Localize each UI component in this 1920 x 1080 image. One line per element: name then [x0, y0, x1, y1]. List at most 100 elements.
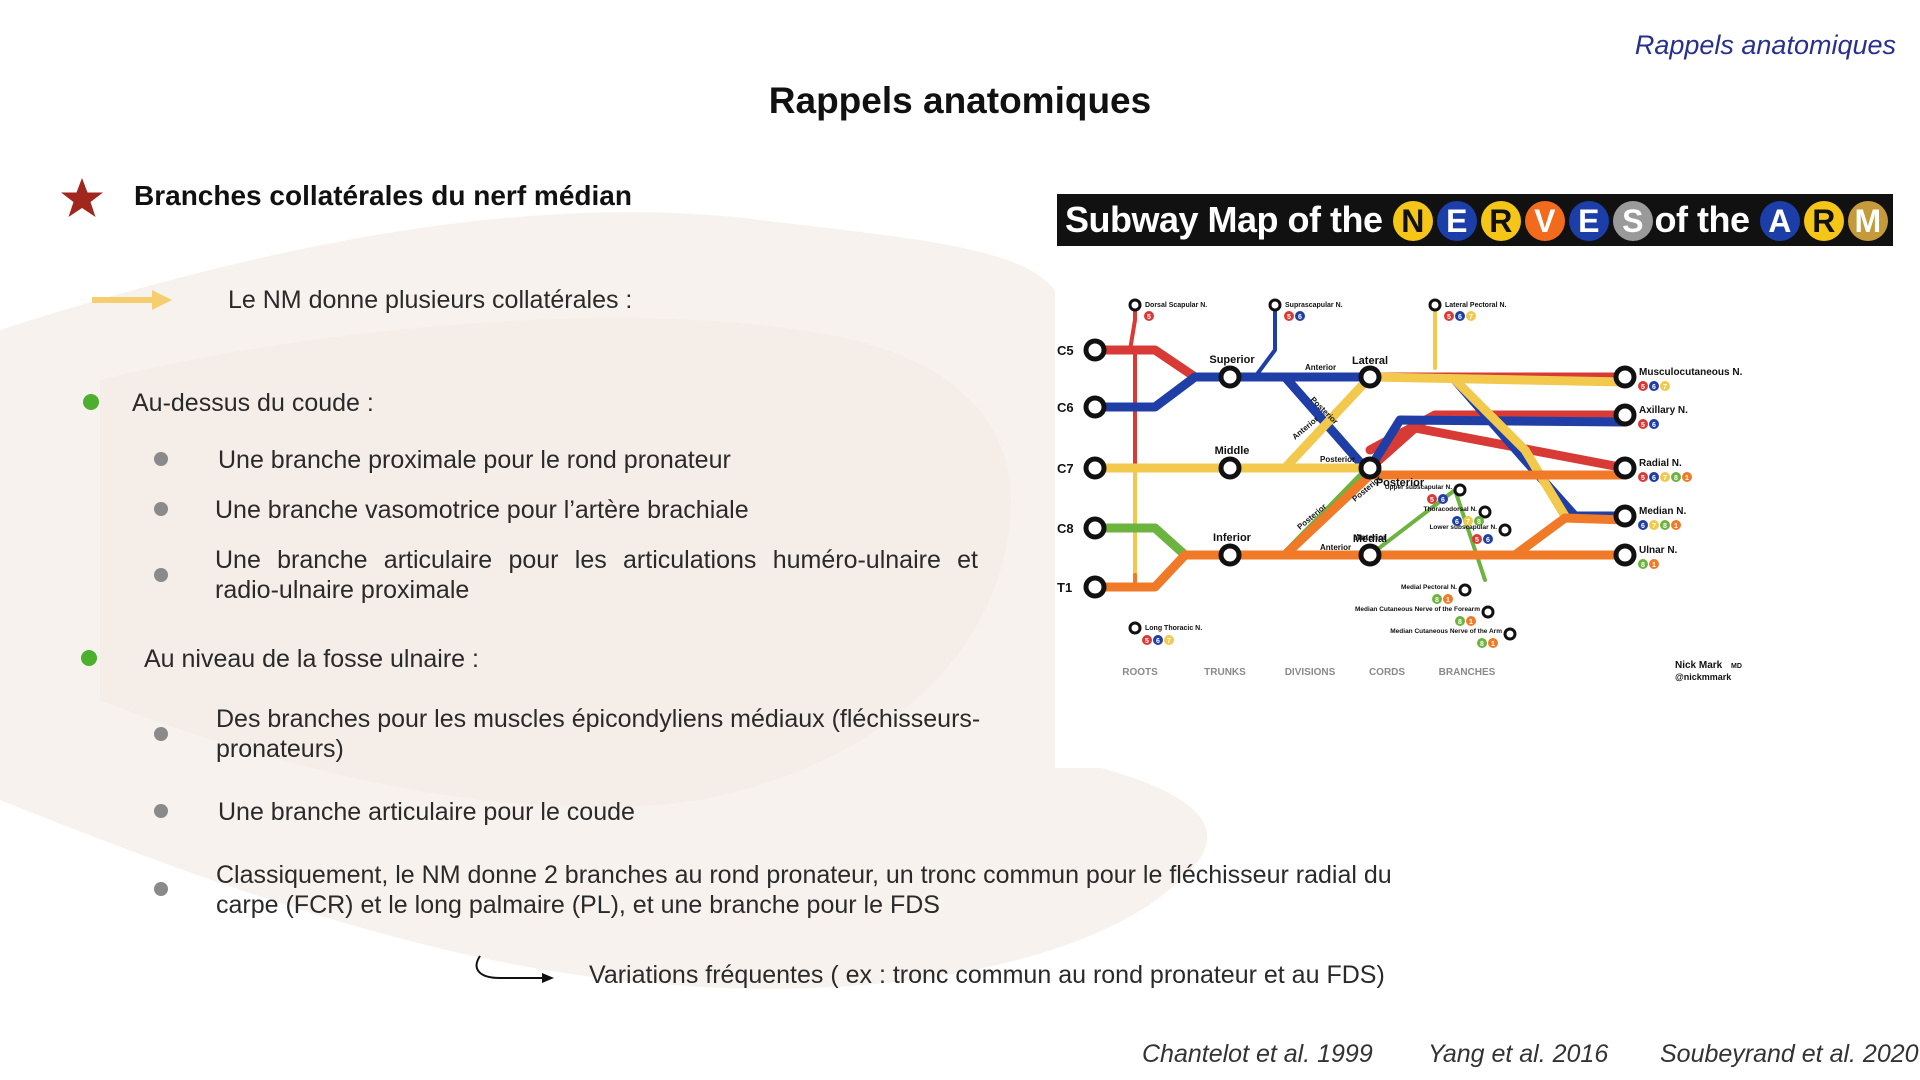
branch-label: Musculocutaneous N. [1639, 367, 1743, 378]
division-label: Anterior [1320, 543, 1351, 552]
number-badge [1474, 516, 1484, 526]
title-letter-s: S [1612, 201, 1653, 242]
number-badge [1649, 559, 1659, 569]
number-badge-label: 7 [1663, 384, 1667, 391]
reference: Chantelot et al. 1999 [1142, 1040, 1373, 1068]
number-badge [1638, 381, 1648, 391]
number-badge-label: 1 [1469, 619, 1473, 626]
number-badge [1649, 520, 1659, 530]
number-badge [1638, 559, 1648, 569]
author-handle: @nickmmark [1675, 672, 1732, 682]
number-badge-label: 5 [1430, 497, 1434, 504]
small-branch-station [1458, 583, 1472, 597]
title-letter-v: V [1524, 201, 1565, 242]
cord-station [1358, 543, 1382, 567]
number-badge-label: 8 [1477, 519, 1481, 526]
number-badge-label: 6 [1652, 384, 1656, 391]
root-label: C8 [1057, 521, 1074, 536]
bullet-grey [154, 568, 168, 582]
root-label: T1 [1057, 580, 1072, 595]
small-branch-label: Median Cutaneous Nerve of the Arm [1390, 628, 1502, 635]
line-t1 [1090, 550, 1630, 592]
number-badge [1649, 381, 1659, 391]
number-badge-label: 8 [1663, 523, 1667, 530]
number-badge-label: 8 [1641, 562, 1645, 569]
reference: Yang et al. 2016 [1428, 1040, 1609, 1068]
small-branch-label: Medial Pectoral N. [1401, 584, 1457, 591]
number-badge-label: 6 [1486, 537, 1490, 544]
title-letter-a: A [1759, 201, 1800, 242]
author-suffix: MD [1731, 663, 1742, 670]
column-label: BRANCHES [1439, 667, 1496, 678]
title-letter-e: E [1568, 201, 1609, 242]
root-station-t1 [1083, 575, 1107, 599]
root-label: C7 [1057, 461, 1074, 476]
root-station-c6 [1083, 395, 1107, 419]
long-thoracic-label: Long Thoracic N. [1145, 625, 1202, 632]
line-c5-radial [1365, 423, 1630, 473]
branch-label: Axillary N. [1639, 405, 1688, 416]
trunk-label: Superior [1209, 354, 1255, 366]
number-badge-label: 8 [1435, 597, 1439, 604]
root-station-c5 [1083, 338, 1107, 362]
curved-arrow-icon [475, 955, 554, 983]
small-branch-label: Lower subscapular N. [1429, 524, 1497, 531]
trunk-station [1218, 456, 1242, 480]
cord-station [1358, 456, 1382, 480]
number-badge-label: 6 [1156, 638, 1160, 645]
number-badge-label: 8 [1480, 641, 1484, 648]
number-badge [1671, 472, 1681, 482]
small-branch-station [1478, 505, 1492, 519]
bullet-grey [154, 882, 168, 896]
branch-station [1613, 543, 1637, 567]
number-badge-label: 5 [1641, 384, 1645, 391]
list-item: Une branche vasomotrice pour l’artère br… [215, 496, 749, 524]
number-badge [1142, 635, 1152, 645]
number-badge [1638, 520, 1648, 530]
star-icon [61, 178, 103, 217]
number-badge-label: 5 [1475, 537, 1479, 544]
number-badge [1488, 638, 1498, 648]
list-item: Des branches pour les muscles épicondyli… [216, 705, 981, 763]
small-branch-station [1503, 627, 1517, 641]
number-badge [1472, 534, 1482, 544]
branch-station [1613, 403, 1637, 427]
number-badge-label: 7 [1663, 475, 1667, 482]
trunk-station [1218, 543, 1242, 567]
top-nerve-label: Lateral Pectoral N. [1445, 302, 1507, 309]
top-nerve-label: Dorsal Scapular N. [1145, 302, 1207, 309]
number-badge [1144, 311, 1154, 321]
number-badge-label: 5 [1287, 314, 1291, 321]
number-badge [1671, 520, 1681, 530]
number-badge-label: 1 [1446, 597, 1450, 604]
number-badge [1477, 638, 1487, 648]
number-badge [1164, 635, 1174, 645]
number-badge [1638, 472, 1648, 482]
author-name: Nick Mark [1675, 660, 1723, 671]
title-letter-n: N [1392, 201, 1433, 242]
trunk-label: Inferior [1213, 532, 1252, 544]
number-badge [1660, 520, 1670, 530]
corner-title: Rappels anatomiques [1634, 30, 1896, 60]
number-badge-label: 5 [1641, 475, 1645, 482]
column-label: CORDS [1369, 667, 1405, 678]
bullet-grey [154, 452, 168, 466]
number-badge-label: 7 [1466, 519, 1470, 526]
number-badge-label: 5 [1641, 422, 1645, 429]
list-item: Classiquement, le NM donne 2 branches au… [216, 861, 1392, 919]
top-nerve-label: Suprascapular N. [1285, 302, 1343, 309]
section-title: Branches collatérales du nerf médian [134, 180, 632, 211]
small-branch-station [1481, 605, 1495, 619]
root-station-c8 [1083, 516, 1107, 540]
number-badge-label: 8 [1674, 475, 1678, 482]
list-item: Une branche articulaire pour les articul… [215, 546, 978, 604]
bullet-grey [154, 804, 168, 818]
line-c6-axillary [1365, 415, 1630, 473]
column-label: ROOTS [1122, 667, 1158, 678]
bullet-grey [154, 727, 168, 741]
number-badge-label: 5 [1147, 314, 1151, 321]
number-badge [1455, 616, 1465, 626]
number-badge [1284, 311, 1294, 321]
